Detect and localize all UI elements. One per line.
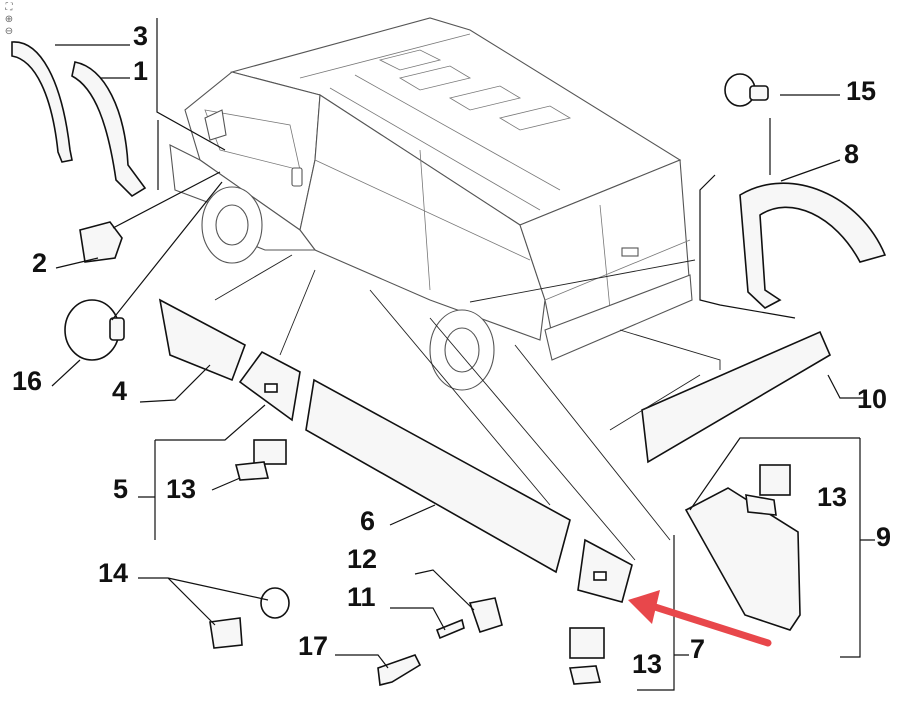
part-17-push-pin [377, 654, 422, 686]
van-illustration [169, 17, 693, 391]
part-8-wheel-arch [739, 182, 887, 309]
part-13b-retainer [745, 494, 777, 516]
part-4-panel [158, 298, 246, 382]
zoom-out-icon[interactable]: ⊖ [4, 26, 14, 37]
callout-13-bottom: 13 [632, 649, 662, 679]
highlight-arrow [628, 590, 772, 647]
callout-7: 7 [690, 634, 705, 664]
callout-11: 11 [347, 582, 376, 612]
leader-lines [51, 18, 875, 691]
callout-4: 4 [112, 376, 127, 406]
part-2-bracket [79, 221, 123, 263]
callout-13-left: 13 [166, 474, 196, 504]
callout-5: 5 [113, 474, 128, 504]
part-13c-clip [569, 627, 605, 659]
callout-1: 1 [133, 56, 148, 86]
part-3-arch-strip [11, 41, 73, 163]
part-13a-retainer [234, 461, 270, 481]
callout-17: 17 [298, 631, 328, 661]
part-13c-retainer [568, 665, 602, 685]
callout-2: 2 [32, 248, 47, 278]
part-10-bumper-trim [641, 330, 832, 464]
fit-icon[interactable]: ⛶ [5, 2, 13, 13]
callout-12: 12 [347, 544, 377, 574]
part-11-screw [435, 618, 465, 640]
part-16-cap [64, 299, 125, 361]
callout-9: 9 [876, 522, 891, 552]
part-12-bracket [468, 597, 503, 633]
part-7-slot [593, 571, 607, 581]
callout-labels: 3 1 2 16 4 5 13 6 12 11 14 17 13 7 9 13 … [12, 21, 891, 679]
callout-15: 15 [846, 76, 876, 106]
callout-6: 6 [360, 506, 375, 536]
part-9-corner-panel [684, 487, 801, 631]
zoom-in-icon[interactable]: ⊕ [4, 14, 14, 25]
part-5-slot [264, 383, 278, 393]
part-7-end-cap [577, 538, 633, 603]
zoom-controls: ⛶ ⊕ ⊖ [2, 2, 16, 38]
part-14-clips [209, 587, 290, 649]
part-1-arch-trim [71, 61, 147, 198]
part-15-rivet [724, 73, 769, 107]
callout-16: 16 [12, 366, 42, 396]
callout-10: 10 [857, 384, 887, 414]
part-13b-clip [759, 464, 791, 496]
callout-13-right: 13 [817, 482, 847, 512]
callout-3: 3 [133, 21, 148, 51]
part-6-long-trim [305, 378, 571, 574]
callout-8: 8 [844, 139, 859, 169]
part-13a-clip [253, 439, 287, 465]
callout-14: 14 [98, 558, 128, 588]
